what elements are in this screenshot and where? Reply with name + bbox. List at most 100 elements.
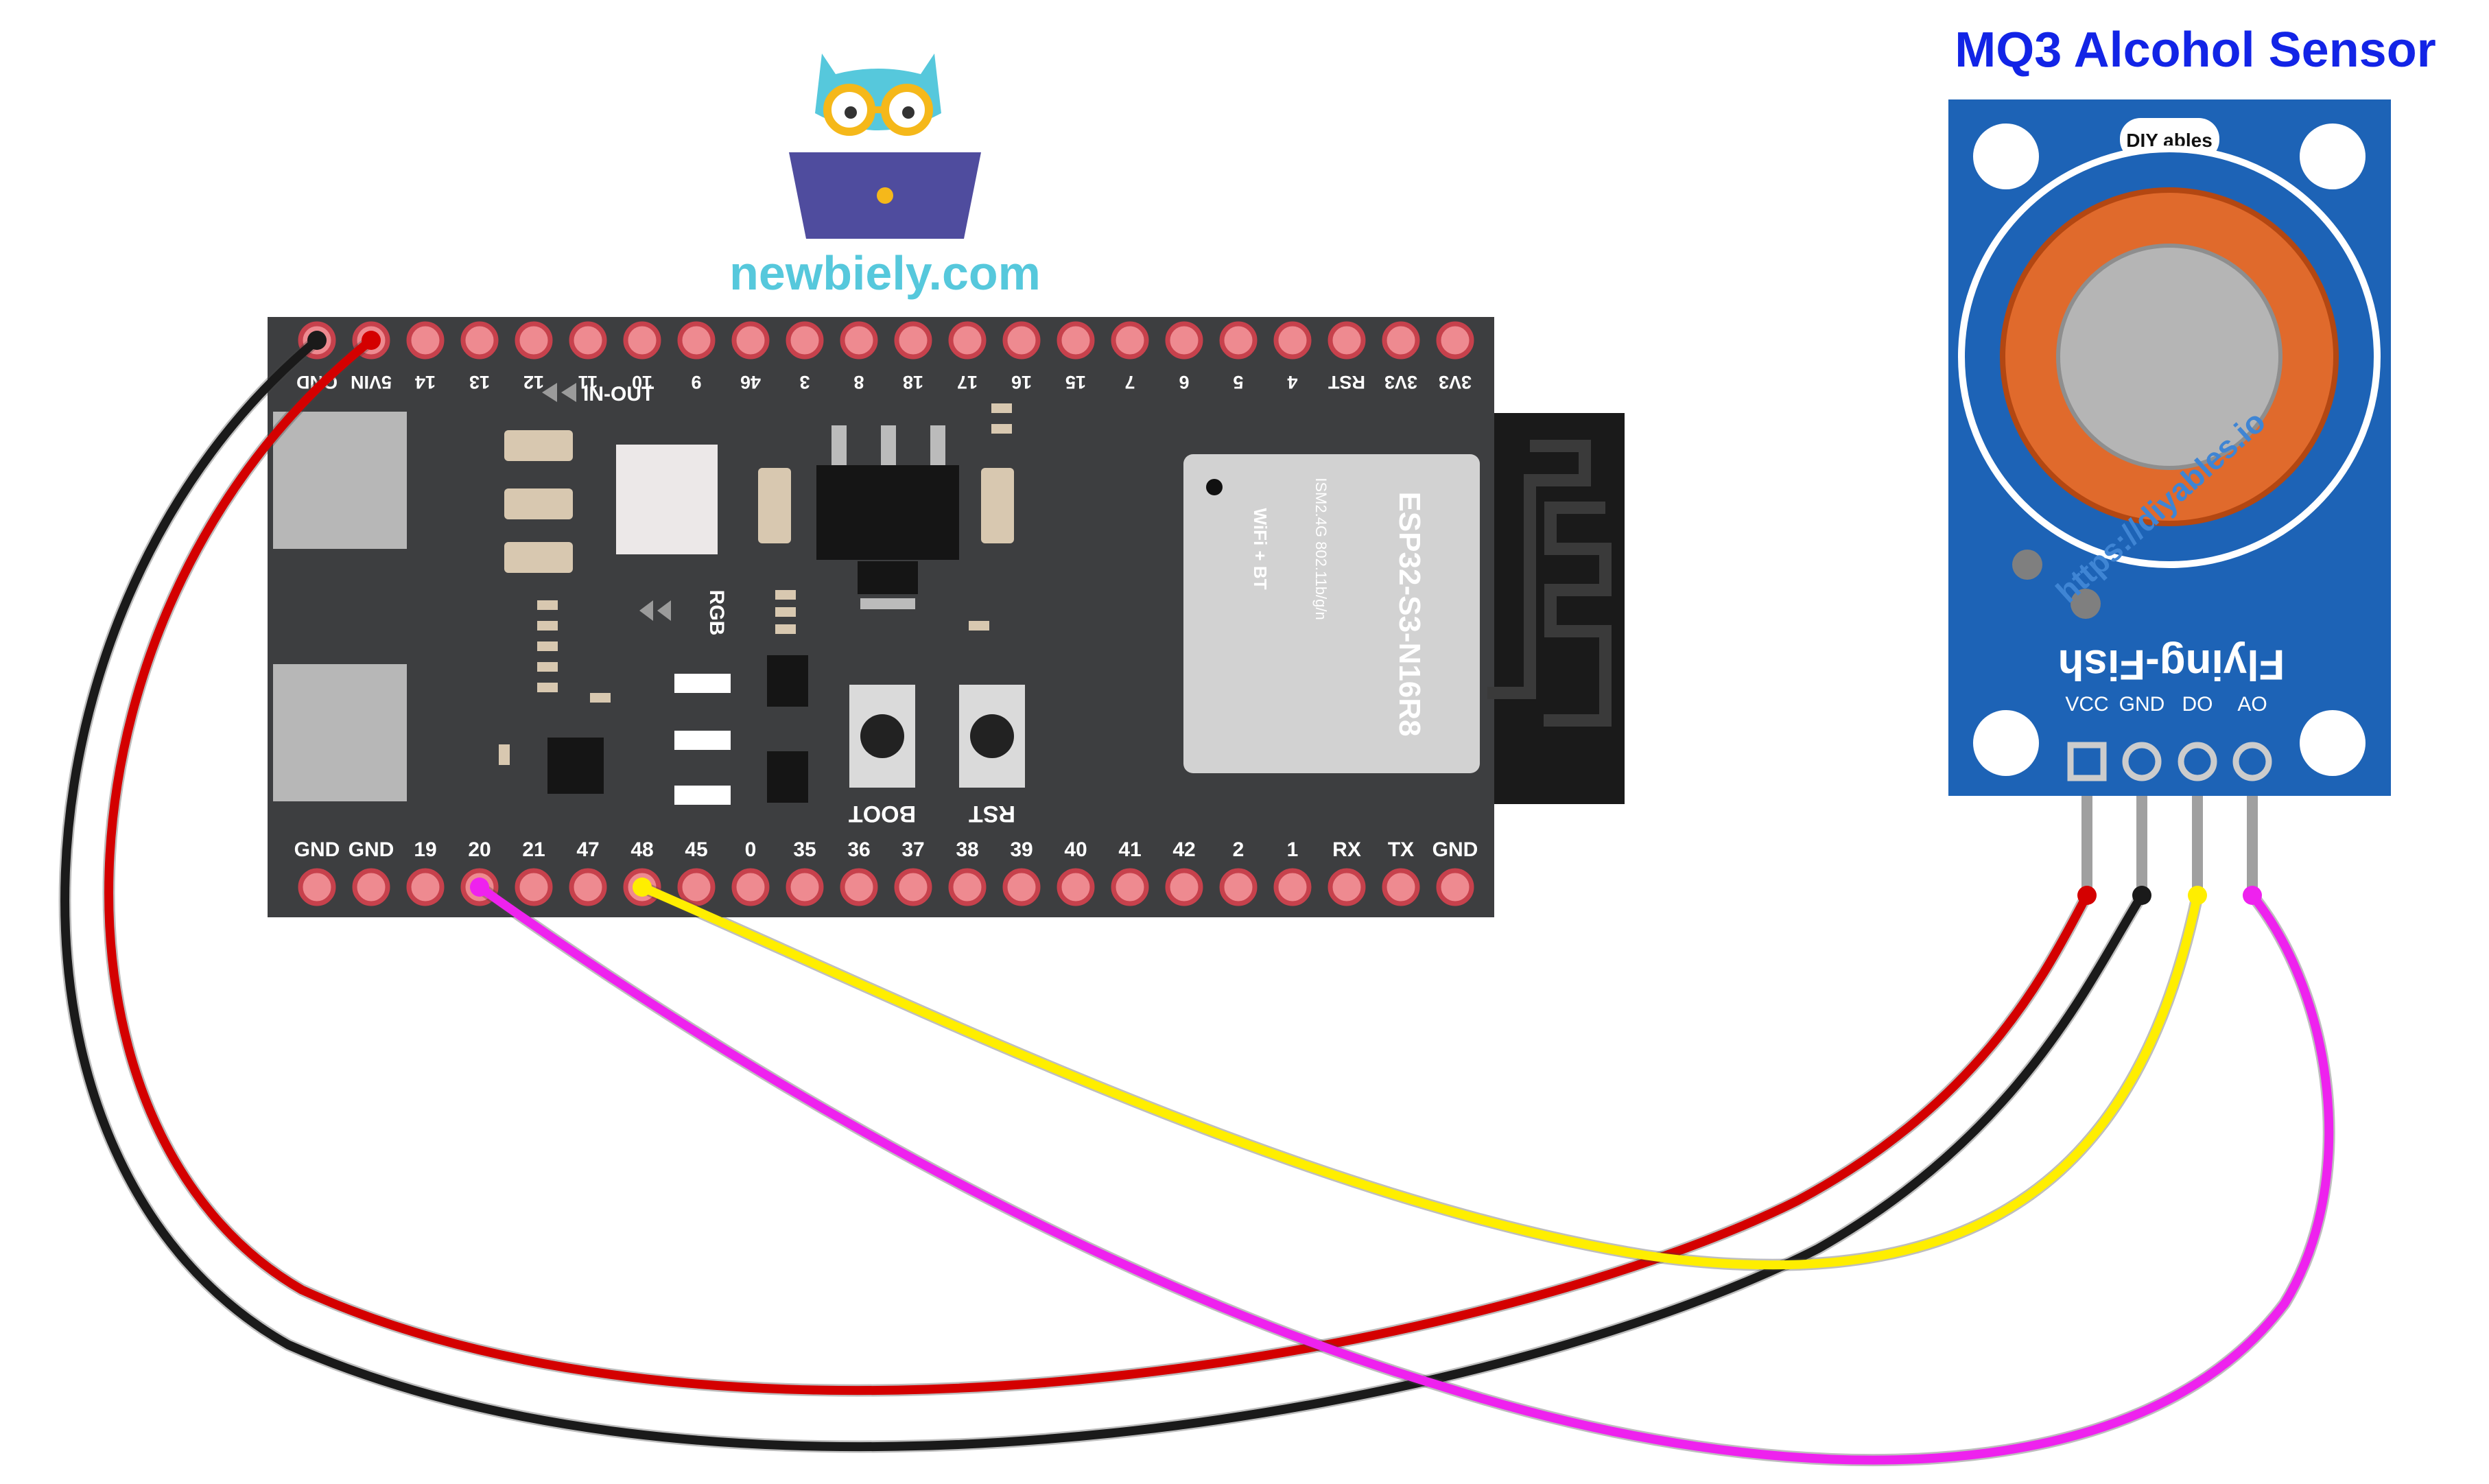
top-pin-label: 15 (1065, 372, 1086, 392)
rst-button-cap (970, 714, 1014, 758)
smd-small (969, 621, 989, 631)
bottom-pin-45[interactable] (677, 868, 716, 906)
bottom-pin-label: 41 (1118, 838, 1141, 861)
rst-button[interactable] (959, 685, 1025, 788)
bottom-pin-42[interactable] (1165, 868, 1203, 906)
bottom-pin-label: 38 (956, 838, 978, 861)
wire-5vin-to-vcc (104, 335, 2092, 1395)
top-pin-8[interactable] (840, 321, 878, 360)
smd-small (537, 641, 558, 651)
bottom-pin-19[interactable] (406, 868, 445, 906)
esp32-module (1183, 454, 1480, 773)
wire-end (2188, 886, 2207, 905)
bottom-pin-41[interactable] (1111, 868, 1149, 906)
sensor-pin-vcc[interactable] (2081, 796, 2092, 892)
laptop-dot (877, 187, 893, 204)
bottom-pin-38[interactable] (948, 868, 987, 906)
top-pin-4[interactable] (1273, 321, 1312, 360)
bottom-pin-1[interactable] (1273, 868, 1312, 906)
esp32-board: BOOT RST IN-OUT RGB ESP32-S3-N16R8 ISM2.… (268, 317, 1625, 917)
bottom-pin-gnd[interactable] (352, 868, 390, 906)
top-pin-13[interactable] (460, 321, 499, 360)
sensor-pad-do (2178, 742, 2217, 781)
top-pin-6[interactable] (1165, 321, 1203, 360)
sensor-pin-label: GND (2119, 693, 2165, 716)
bottom-pin-40[interactable] (1057, 868, 1095, 906)
bottom-pin-label: 2 (1233, 838, 1244, 861)
bottom-pin-label: 48 (630, 838, 653, 861)
sensor-pin-gnd[interactable] (2136, 796, 2147, 892)
usb-port-1 (273, 412, 407, 549)
sensor-pin-label: VCC (2065, 693, 2108, 716)
bottom-pin-label: 35 (793, 838, 816, 861)
smd-capacitor (758, 468, 791, 543)
top-pin-15[interactable] (1057, 321, 1095, 360)
top-pin-7[interactable] (1111, 321, 1149, 360)
sensor-pin-ao[interactable] (2247, 796, 2258, 892)
top-pin-16[interactable] (1002, 321, 1041, 360)
bottom-pin-rx[interactable] (1328, 868, 1366, 906)
top-pin-3v3[interactable] (1382, 321, 1420, 360)
bottom-pin-36[interactable] (840, 868, 878, 906)
sensor-pad (2071, 589, 2101, 619)
newbiely-logo: newbiely.com (729, 54, 1041, 300)
smd-small (775, 590, 796, 600)
module-label: ESP32-S3-N16R8 (1393, 491, 1426, 736)
antenna-trace (1487, 440, 1612, 727)
sensor-title: MQ3 Alcohol Sensor (1955, 23, 2435, 78)
top-pin-5[interactable] (1219, 321, 1258, 360)
top-pin-9[interactable] (677, 321, 716, 360)
module-sublabel-1: ISM2.4G 802.11b/g/n (1312, 478, 1330, 620)
bottom-pin-21[interactable] (515, 868, 553, 906)
top-pin-label: 5VIN (351, 372, 392, 392)
bottom-pin-47[interactable] (569, 868, 607, 906)
sensor-pin-do[interactable] (2192, 796, 2203, 892)
mount-hole (2300, 710, 2366, 776)
bottom-pin-2[interactable] (1219, 868, 1258, 906)
top-pin-17[interactable] (948, 321, 987, 360)
sensor-pad-vcc (2067, 742, 2107, 781)
boot-label: BOOT (849, 801, 916, 827)
smd-small (537, 662, 558, 672)
top-pin-3[interactable] (786, 321, 824, 360)
wire-end (633, 878, 652, 897)
owl-eye-left (845, 106, 857, 119)
smd-resistor (504, 542, 573, 573)
mount-hole (2300, 123, 2366, 189)
top-pin-18[interactable] (894, 321, 932, 360)
boot-button[interactable] (849, 685, 915, 788)
usb-port-2 (273, 664, 407, 801)
top-pin-3v3[interactable] (1436, 321, 1474, 360)
bottom-pin-0[interactable] (731, 868, 770, 906)
in-out-arrow-icon (542, 383, 576, 402)
bottom-pin-39[interactable] (1002, 868, 1041, 906)
smd-capacitor (981, 468, 1014, 543)
bottom-pin-label: GND (294, 838, 340, 861)
top-pin-46[interactable] (731, 321, 770, 360)
top-pin-14[interactable] (406, 321, 445, 360)
rst-label: RST (969, 801, 1015, 827)
bottom-pin-label: GND (1432, 838, 1478, 861)
bottom-pin-35[interactable] (786, 868, 824, 906)
top-pin-label: 16 (1011, 372, 1032, 392)
mount-hole (1973, 123, 2039, 189)
diode (674, 786, 731, 805)
bottom-pin-gnd[interactable] (1436, 868, 1474, 906)
bottom-pin-gnd[interactable] (298, 868, 336, 906)
top-pin-10[interactable] (623, 321, 661, 360)
module-sublabel-2: WiFi + BT (1250, 508, 1271, 590)
top-pin-label: 12 (523, 372, 544, 392)
top-pin-12[interactable] (515, 321, 553, 360)
bottom-pin-tx[interactable] (1382, 868, 1420, 906)
top-pin-11[interactable] (569, 321, 607, 360)
top-pin-rst[interactable] (1328, 321, 1366, 360)
smd-small (537, 621, 558, 631)
top-pin-label: 7 (1124, 372, 1135, 392)
wire-20-to-ao (475, 882, 2334, 1465)
top-pin-label: 17 (957, 372, 978, 392)
smd-small (499, 744, 510, 765)
bottom-pin-label: 1 (1287, 838, 1299, 861)
transistor (767, 655, 808, 707)
bottom-pin-37[interactable] (894, 868, 932, 906)
top-pin-label: 3 (799, 372, 810, 392)
